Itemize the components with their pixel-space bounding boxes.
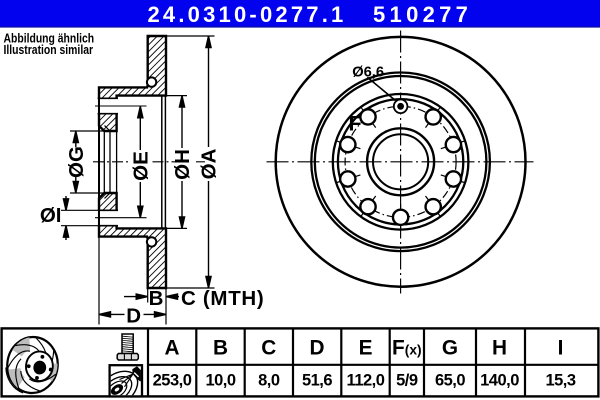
svg-text:D: D [309, 337, 324, 360]
svg-text:253,0: 253,0 [153, 371, 192, 389]
svg-text:D: D [126, 304, 141, 327]
svg-text:5/9: 5/9 [396, 371, 418, 389]
svg-text:15,3: 15,3 [545, 371, 575, 389]
svg-text:65,0: 65,0 [435, 371, 465, 389]
svg-text:F(x): F(x) [392, 337, 422, 360]
svg-text:E: E [359, 337, 373, 360]
svg-text:140,0: 140,0 [480, 371, 519, 389]
svg-text:B: B [213, 337, 228, 360]
svg-text:B: B [149, 287, 164, 310]
svg-text:Ø6,6: Ø6,6 [352, 64, 384, 80]
svg-text:8,0: 8,0 [258, 371, 280, 389]
svg-text:ØA: ØA [198, 148, 221, 179]
svg-text:I: I [558, 337, 564, 360]
svg-text:ØI: ØI [40, 204, 62, 227]
svg-text:Abbildung ähnlich: Abbildung ähnlich [4, 32, 95, 46]
svg-text:112,0: 112,0 [347, 371, 385, 389]
svg-text:ØE: ØE [130, 151, 153, 181]
svg-text:ØG: ØG [65, 146, 88, 178]
svg-text:Illustration similar: Illustration similar [4, 43, 94, 57]
svg-text:ØH: ØH [171, 149, 194, 180]
svg-text:C: C [261, 337, 276, 360]
svg-text:24.0310-0277.1: 24.0310-0277.1 [148, 2, 347, 27]
svg-text:C (MTH): C (MTH) [181, 287, 264, 310]
svg-text:A: A [164, 337, 179, 360]
svg-text:F: F [349, 112, 362, 136]
svg-text:10,0: 10,0 [205, 371, 235, 389]
svg-text:51,6: 51,6 [302, 371, 332, 389]
svg-text:H: H [492, 337, 507, 360]
svg-text:510277: 510277 [373, 2, 472, 27]
svg-text:G: G [442, 337, 458, 360]
